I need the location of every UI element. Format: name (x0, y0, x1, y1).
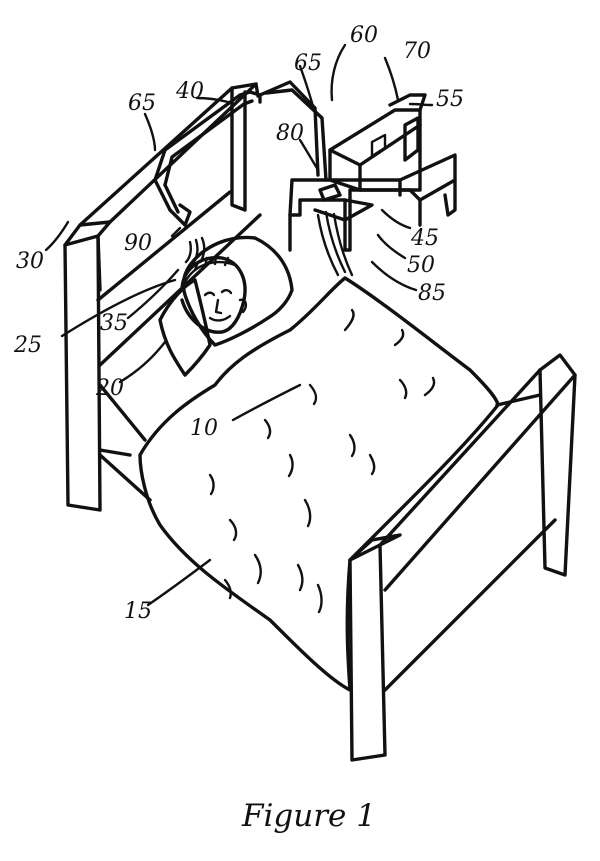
label-25: 25 (13, 333, 42, 358)
label-70: 70 (403, 39, 431, 64)
reference-labels: 30 25 35 20 90 65 40 65 60 70 55 80 45 5… (13, 23, 464, 624)
headboard (63, 82, 262, 512)
pillow (158, 235, 294, 377)
label-15: 15 (124, 599, 152, 624)
label-30: 30 (16, 249, 44, 274)
label-85: 85 (418, 281, 446, 306)
leader-lines (44, 43, 434, 607)
label-45: 45 (410, 226, 439, 251)
bed-frame (98, 353, 577, 762)
bedside-unit (288, 93, 457, 277)
label-55: 55 (436, 87, 464, 112)
label-60: 60 (350, 23, 378, 48)
label-50: 50 (407, 253, 435, 278)
label-40: 40 (175, 79, 204, 104)
figure-caption: Figure 1 (241, 798, 376, 834)
label-90: 90 (124, 231, 152, 256)
sleeper-head (180, 254, 248, 334)
label-20: 20 (95, 376, 124, 401)
label-65-right: 65 (294, 51, 322, 76)
label-35: 35 (100, 311, 128, 336)
blanket (138, 276, 500, 692)
label-10: 10 (190, 416, 218, 441)
label-65-left: 65 (128, 91, 156, 116)
tube-assembly (153, 80, 328, 265)
label-80: 80 (276, 121, 304, 146)
